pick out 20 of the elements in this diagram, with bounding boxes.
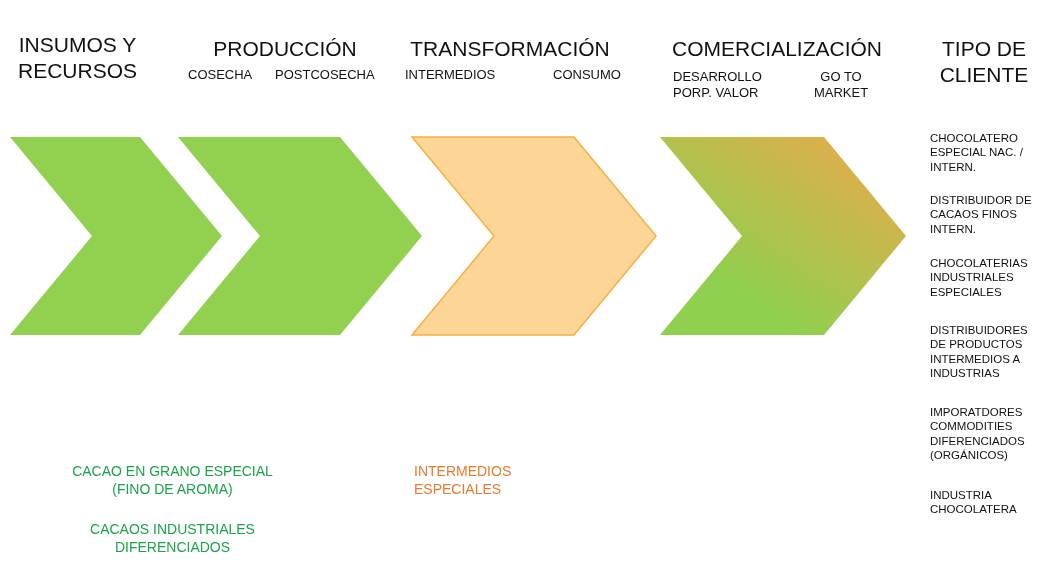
subheading: GO TO MARKET — [812, 69, 870, 102]
client-type: INDUSTRIA CHOCOLATERA — [930, 488, 1018, 517]
product-note: CACAOS INDUSTRIALES DIFERENCIADOS — [89, 521, 256, 556]
client-type: IMPORATDORES COMMODITIES DIFERENCIADOS (ORGÁNICOS) — [930, 405, 1026, 463]
heading: TIPO DE CLIENTE — [938, 36, 1030, 89]
heading: TRANSFORMACIÓN — [409, 36, 611, 62]
subheading: POSTCOSECHA — [275, 67, 376, 84]
product-note: INTERMEDIOS ESPECIALES — [414, 463, 513, 498]
subheading: COSECHA — [188, 67, 254, 84]
subheading: CONSUMO — [553, 67, 622, 84]
subheading: DESARROLLO PORP. VALOR — [673, 69, 763, 102]
client-type: DISTRIBUIDOR DE CACAOS FINOS INTERN. — [930, 193, 1033, 237]
subheading: INTERMEDIOS — [405, 67, 497, 84]
client-type: CHOCOLATERIAS INDUSTRIALES ESPECIALES — [930, 256, 1029, 300]
heading: INSUMOS Y RECURSOS — [17, 32, 138, 85]
heading: PRODUCCIÓN — [212, 36, 358, 62]
heading: COMERCIALIZACIÓN — [671, 36, 883, 62]
product-note: CACAO EN GRANO ESPECIAL (FINO DE AROMA) — [71, 463, 274, 498]
client-type: CHOCOLATERO ESPECIAL NAC. / INTERN. — [930, 131, 1024, 175]
client-type: DISTRIBUIDORES DE PRODUCTOS INTERMEDIOS A INDUSTRIAS — [930, 323, 1029, 381]
